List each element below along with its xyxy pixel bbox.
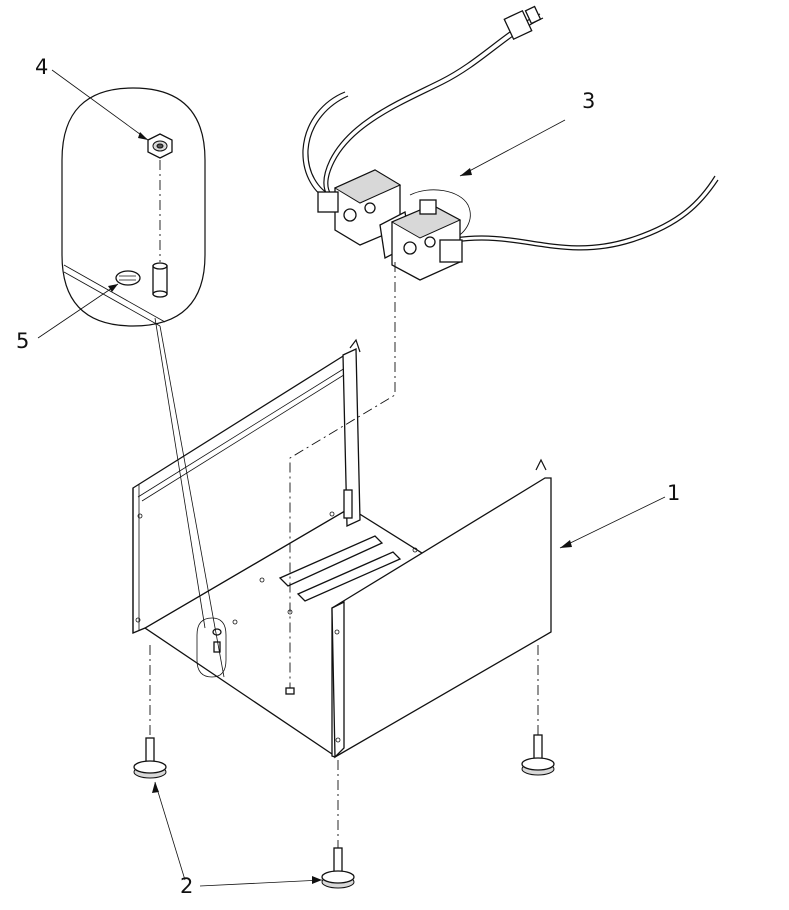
stud-detail: [152, 262, 168, 298]
callout-2: 2: [180, 874, 193, 898]
grommet-detail: [115, 270, 141, 286]
assembly-lines: [149, 262, 539, 848]
callout-5: 5: [16, 329, 29, 353]
callout-3: 3: [582, 89, 595, 113]
detail-bubble: [61, 87, 206, 327]
leveling-foot-left: [133, 737, 167, 779]
leveling-foot-right: [521, 734, 555, 776]
hex-nut-detail: [147, 133, 173, 159]
callout-1: 1: [667, 481, 680, 505]
leader-lines: [37, 69, 666, 887]
cabinet-base: [132, 338, 552, 759]
leveling-foot-front: [321, 847, 355, 889]
gas-valve-assembly: [302, 5, 719, 281]
callout-4: 4: [35, 55, 48, 79]
